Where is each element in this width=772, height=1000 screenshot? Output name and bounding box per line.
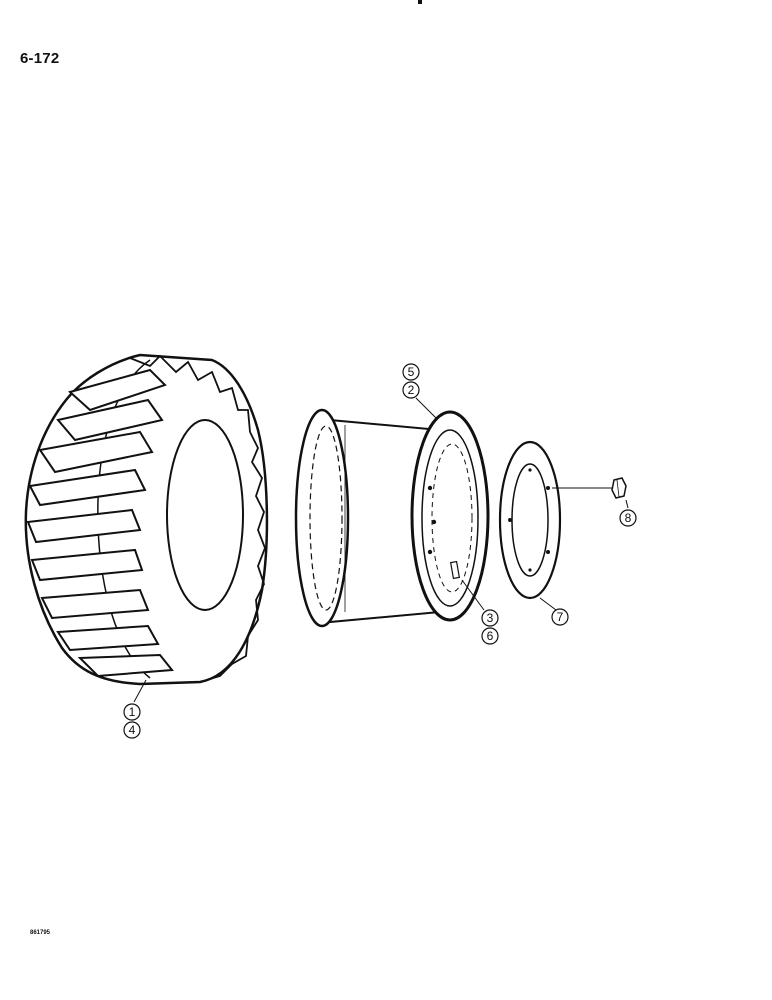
rim-bolt-holes	[427, 485, 437, 555]
callout-label-8: 8	[625, 511, 632, 525]
top-crop-mark	[418, 0, 422, 4]
callout-label-5: 5	[408, 365, 415, 379]
callout-label-1: 1	[129, 705, 136, 719]
callout-label-6: 6	[487, 629, 494, 643]
plate-bolt-holes	[508, 468, 550, 572]
callout-label-7: 7	[557, 610, 564, 624]
figure-code: 861795	[30, 930, 51, 936]
callout-rim: 5 2	[402, 363, 420, 399]
callout-nut: 8	[619, 509, 637, 527]
page-number: 6-172	[20, 50, 60, 67]
wheel-nut	[552, 477, 629, 509]
callout-valve: 3 6	[481, 609, 499, 645]
callout-plate: 7	[551, 608, 569, 626]
center-plate	[498, 440, 562, 611]
wheel-rim	[294, 397, 490, 628]
valve-stem	[449, 560, 461, 580]
tire	[24, 353, 269, 703]
callout-label-2: 2	[408, 383, 415, 397]
callout-label-4: 4	[129, 723, 136, 737]
callout-label-3: 3	[487, 611, 494, 625]
callout-tire: 1 4	[123, 703, 141, 739]
